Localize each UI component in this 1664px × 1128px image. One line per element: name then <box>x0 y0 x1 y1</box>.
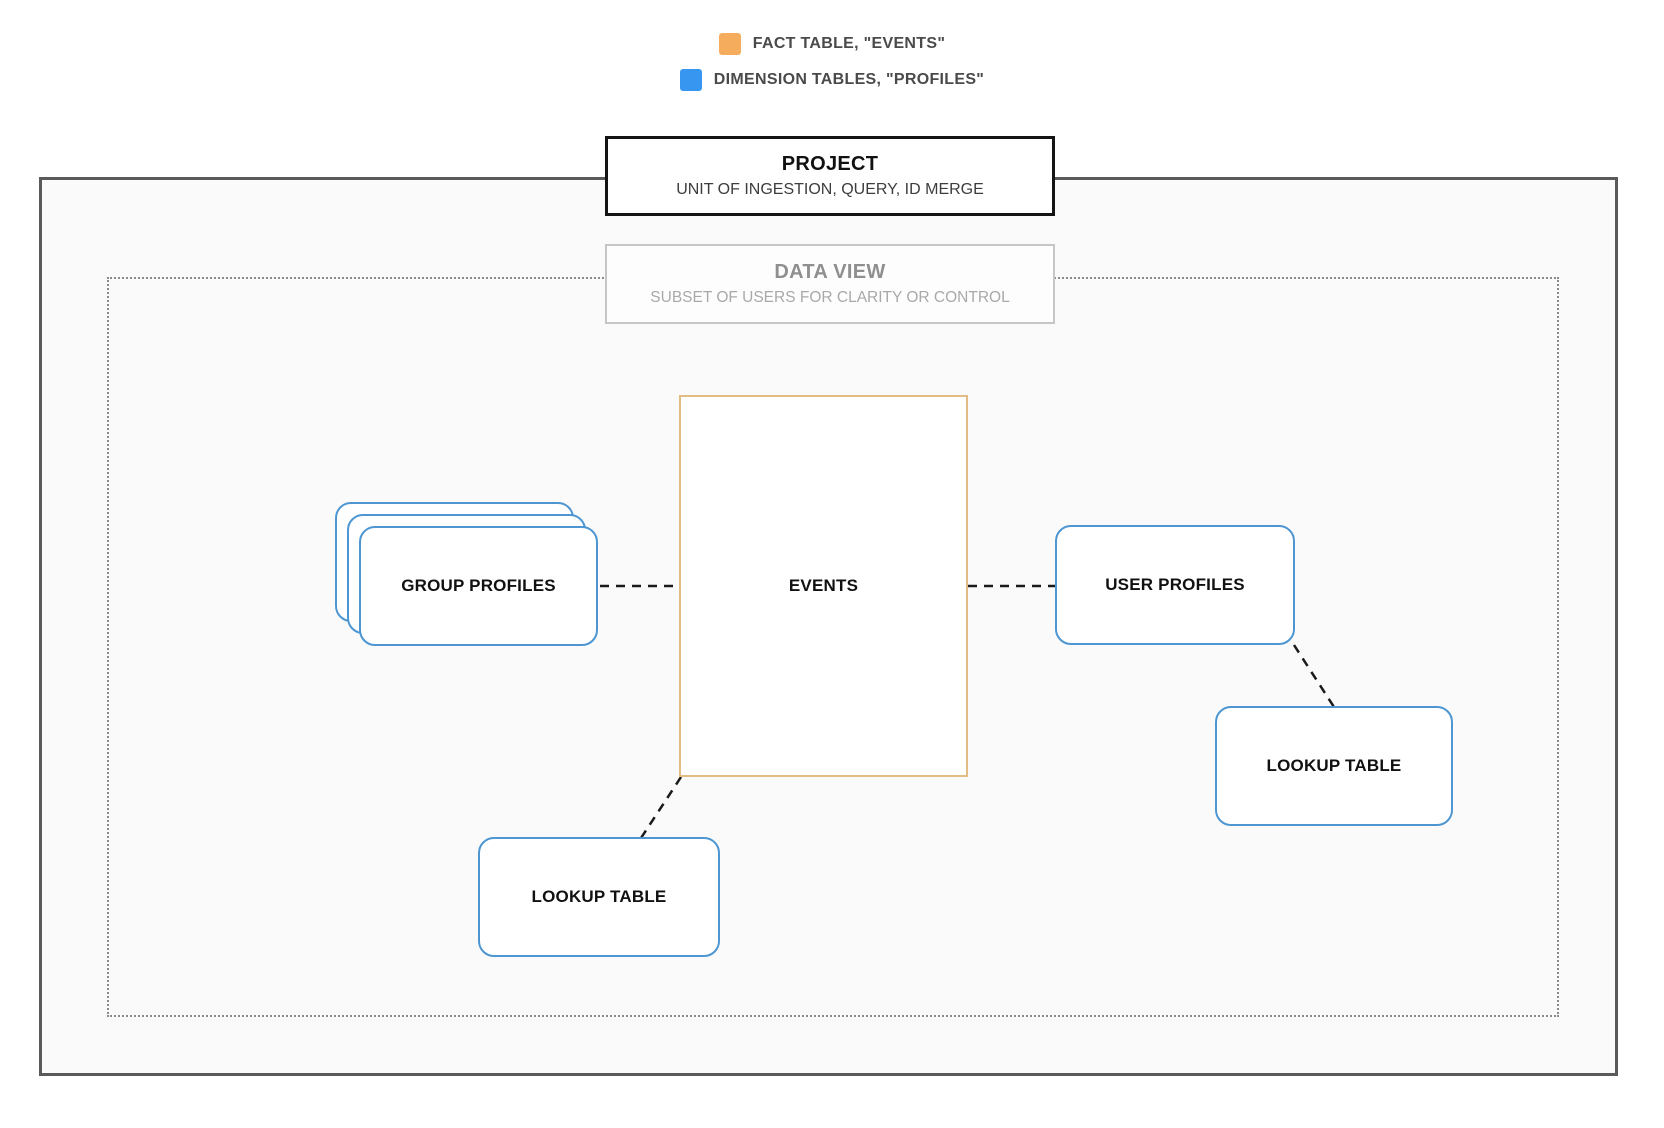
legend-item-dimension-tables: DIMENSION TABLES, "PROFILES" <box>679 69 985 91</box>
project-title: PROJECT <box>781 153 879 175</box>
node-lookup-table-right: LOOKUP TABLE <box>1215 706 1453 826</box>
node-lookup-table-right-label: LOOKUP TABLE <box>1266 756 1402 775</box>
dimension-tables-color-swatch-icon <box>679 69 702 91</box>
data-view-title: DATA VIEW <box>774 261 886 283</box>
node-events-label: EVENTS <box>788 576 859 595</box>
project-subtitle: UNIT OF INGESTION, QUERY, ID MERGE <box>676 181 984 198</box>
node-lookup-table-bottom: LOOKUP TABLE <box>478 837 720 957</box>
fact-table-color-swatch-icon <box>718 33 741 55</box>
data-view-subtitle: SUBSET OF USERS FOR CLARITY OR CONTROL <box>650 289 1010 306</box>
data-view-label-box: DATA VIEW SUBSET OF USERS FOR CLARITY OR… <box>605 244 1055 324</box>
node-group-profiles-label: GROUP PROFILES <box>401 576 556 595</box>
node-events: EVENTS <box>679 395 968 777</box>
legend-label-dimension-tables: DIMENSION TABLES, "PROFILES" <box>713 71 985 88</box>
legend-item-fact-table: FACT TABLE, "EVENTS" <box>718 33 946 55</box>
legend-label-fact-table: FACT TABLE, "EVENTS" <box>752 35 946 52</box>
node-user-profiles-label: USER PROFILES <box>1105 575 1245 594</box>
node-group-profiles: GROUP PROFILES <box>359 526 598 646</box>
node-user-profiles: USER PROFILES <box>1055 525 1295 645</box>
project-label-box: PROJECT UNIT OF INGESTION, QUERY, ID MER… <box>605 136 1055 216</box>
legend: FACT TABLE, "EVENTS" DIMENSION TABLES, "… <box>0 33 1664 91</box>
node-lookup-table-bottom-label: LOOKUP TABLE <box>531 887 667 906</box>
